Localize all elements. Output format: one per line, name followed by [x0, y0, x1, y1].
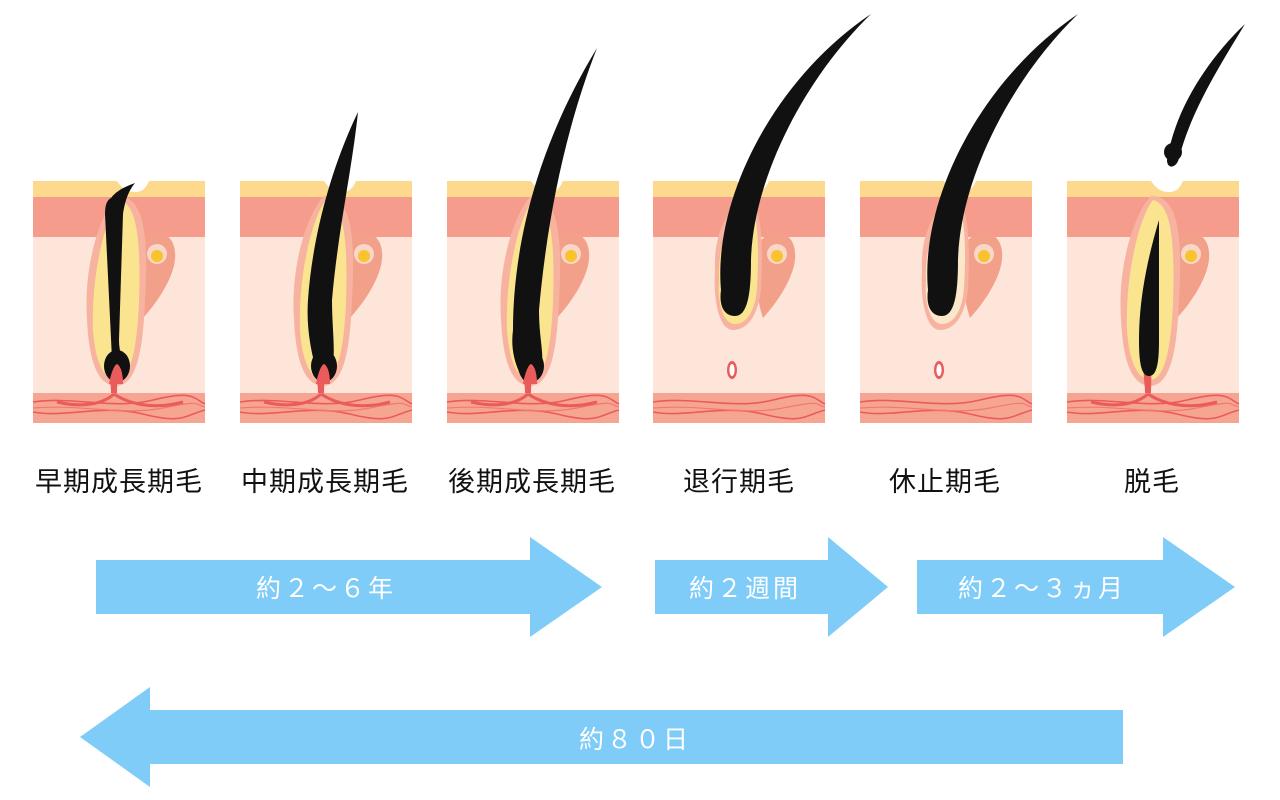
- hair-strand-new: [1139, 220, 1159, 376]
- blood-vessel-line: [1066, 409, 1240, 420]
- gland-core: [1185, 250, 1197, 262]
- gland-core: [565, 250, 577, 262]
- panel-telogen: [859, 14, 1078, 423]
- duration-label-catagen: 約２週間: [688, 574, 801, 603]
- papilla-vessel: [263, 392, 391, 408]
- gland-core: [978, 250, 990, 262]
- blood-vessel-line: [652, 402, 826, 412]
- gland-core: [151, 250, 163, 262]
- epidermis-layer: [1067, 181, 1239, 197]
- hair-strand: [105, 183, 135, 384]
- blood-vessel-line: [446, 409, 620, 420]
- duration-label-total: 約８０日: [578, 725, 691, 754]
- duration-label-telogen: 約２～３ヵ月: [957, 574, 1126, 603]
- hair-strand: [927, 14, 1078, 316]
- epidermis-layer: [240, 181, 412, 197]
- dermal-papilla-core: [936, 364, 942, 376]
- papilla-tip: [316, 364, 330, 384]
- gland-core: [771, 250, 783, 262]
- blood-vessel-line: [859, 409, 1033, 420]
- blood-vessel-line: [859, 402, 1033, 412]
- stage-label-catagen: 退行期毛: [683, 467, 795, 498]
- hair-strand: [720, 14, 871, 316]
- epidermis-layer: [33, 181, 205, 197]
- papilla-vessel: [1090, 392, 1218, 408]
- panel-early-anagen: [32, 181, 206, 423]
- blood-vessel-line: [239, 409, 413, 420]
- blood-vessel-line: [446, 394, 620, 405]
- blood-vessel-line: [446, 402, 620, 412]
- hair-bulb-shed: [1164, 143, 1182, 161]
- hair-strand: [512, 48, 597, 383]
- stage-label-mid-anagen: 中期成長期毛: [241, 467, 409, 498]
- stage-label-late-anagen: 後期成長期毛: [448, 467, 616, 498]
- follicle-opening: [1151, 181, 1183, 192]
- gland-core: [358, 250, 370, 262]
- papilla-tip: [523, 364, 537, 384]
- papilla-vessel: [56, 392, 184, 408]
- dermal-papilla-core: [729, 364, 735, 376]
- stage-label-early-anagen: 早期成長期毛: [35, 467, 203, 498]
- panel-late-anagen: [446, 48, 620, 423]
- duration-arrow-telogen: [917, 537, 1235, 637]
- blood-vessel-line: [859, 394, 1033, 405]
- duration-label-anagen: 約２～６年: [255, 574, 396, 603]
- panel-mid-anagen: [239, 112, 413, 423]
- blood-vessel-line: [652, 394, 826, 405]
- blood-vessel-line: [32, 402, 206, 412]
- blood-vessel-line: [1066, 402, 1240, 412]
- duration-arrow-total: [80, 687, 1123, 787]
- blood-vessel-line: [32, 394, 206, 405]
- papilla-tip: [109, 364, 123, 384]
- blood-vessel-line: [652, 409, 826, 420]
- hair-strand-shed: [1167, 24, 1245, 167]
- blood-vessel-line: [32, 409, 206, 420]
- duration-arrow-catagen: [655, 537, 888, 637]
- panel-catagen: [652, 14, 871, 423]
- stage-label-exogen: 脱毛: [1124, 467, 1180, 498]
- epidermis-layer: [447, 181, 619, 197]
- stage-label-telogen: 休止期毛: [889, 467, 1001, 498]
- blood-vessel-line: [239, 394, 413, 405]
- panel-exogen: [1066, 24, 1245, 423]
- blood-vessel-line: [239, 402, 413, 412]
- papilla-vessel: [470, 392, 598, 408]
- hair-strand: [307, 112, 358, 382]
- duration-arrow-anagen: [96, 537, 602, 637]
- blood-vessel-line: [1066, 394, 1240, 405]
